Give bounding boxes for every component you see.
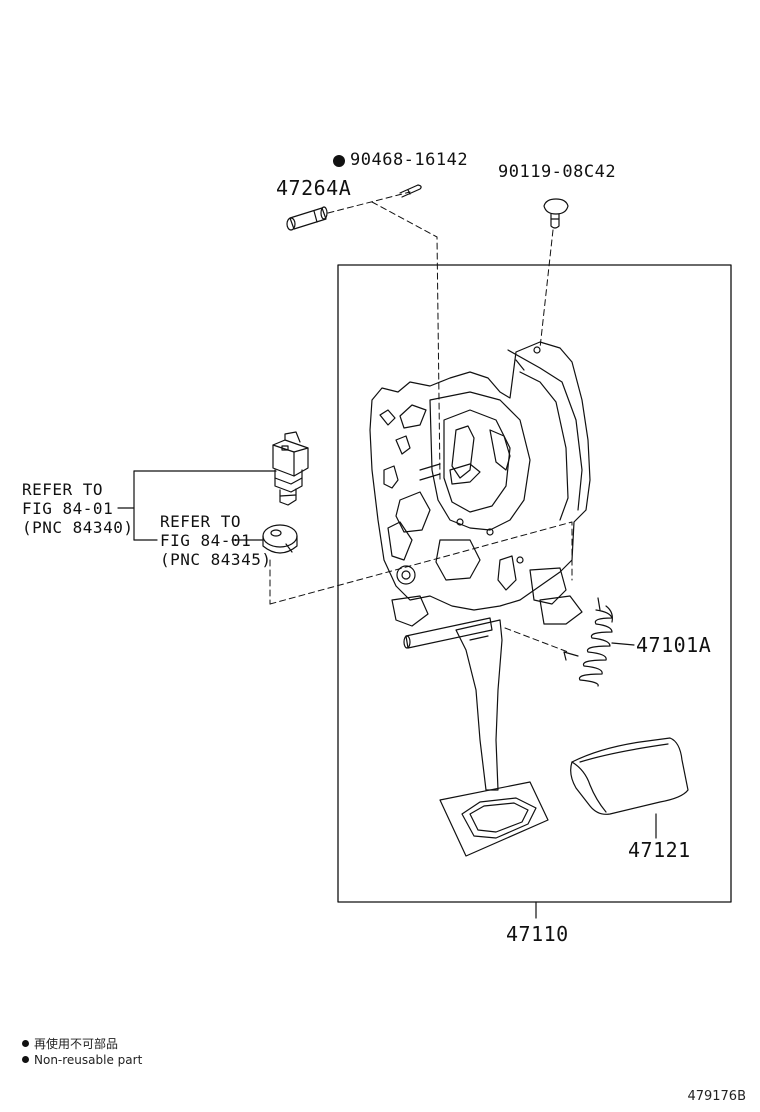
reference-switch-line-3: (PNC 84340) xyxy=(22,518,134,537)
dashed-spring-hook xyxy=(504,627,569,653)
legend-dot-icon xyxy=(22,1040,29,1047)
clip-90468-drawing xyxy=(399,184,422,198)
assembly-frame xyxy=(337,264,732,903)
legend: 再使用不可部品 Non-reusable part xyxy=(22,1036,142,1068)
reference-switch-line-1: REFER TO xyxy=(22,480,104,499)
pin-47264a-drawing xyxy=(286,206,328,231)
part-label-pin[interactable]: 47264A xyxy=(276,176,352,200)
non-reusable-dot xyxy=(333,155,345,167)
cushion-drawing xyxy=(262,524,298,554)
ref-bracket-switch xyxy=(117,470,277,541)
dashed-pin-path xyxy=(327,191,411,214)
reference-switch[interactable]: REFER TO FIG 84-01 (PNC 84340) xyxy=(22,480,133,537)
figure-number: 479176B xyxy=(687,1089,746,1104)
reference-cushion-line-2: FIG 84-01 xyxy=(160,531,252,550)
part-label-clip[interactable]: 90468-16142 xyxy=(350,150,469,170)
legend-jp-text: 再使用不可部品 xyxy=(34,1037,119,1051)
part-label-assembly[interactable]: 47110 xyxy=(506,922,569,946)
bolt-90119-drawing xyxy=(543,198,569,229)
pedal-pad-drawing xyxy=(570,737,689,815)
part-label-spring[interactable]: 47101A xyxy=(636,633,712,657)
pivot-shaft-drawing xyxy=(403,617,493,649)
reference-cushion[interactable]: REFER TO FIG 84-01 (PNC 84345) xyxy=(160,512,271,569)
legend-jp: 再使用不可部品 xyxy=(22,1036,142,1052)
reference-cushion-line-1: REFER TO xyxy=(160,512,242,531)
part-label-bolt[interactable]: 90119-08C42 xyxy=(498,162,617,182)
legend-dot-icon xyxy=(22,1056,29,1063)
pedal-arm-drawing xyxy=(455,619,503,791)
return-spring-drawing xyxy=(563,597,613,687)
legend-en: Non-reusable part xyxy=(22,1052,142,1068)
reference-switch-line-2: FIG 84-01 xyxy=(22,499,114,518)
dashed-bolt-to-bracket xyxy=(539,229,554,349)
part-label-pad[interactable]: 47121 xyxy=(628,838,691,862)
legend-en-text: Non-reusable part xyxy=(34,1053,143,1067)
pedal-plate-drawing xyxy=(439,781,549,857)
dashed-pin-to-bracket xyxy=(371,201,441,481)
reference-cushion-line-3: (PNC 84345) xyxy=(160,550,272,569)
stop-light-switch-drawing xyxy=(272,431,309,506)
dashed-cushion-plane xyxy=(269,521,573,605)
leader-47101a xyxy=(611,642,635,646)
pedal-bracket-drawing xyxy=(369,341,591,627)
